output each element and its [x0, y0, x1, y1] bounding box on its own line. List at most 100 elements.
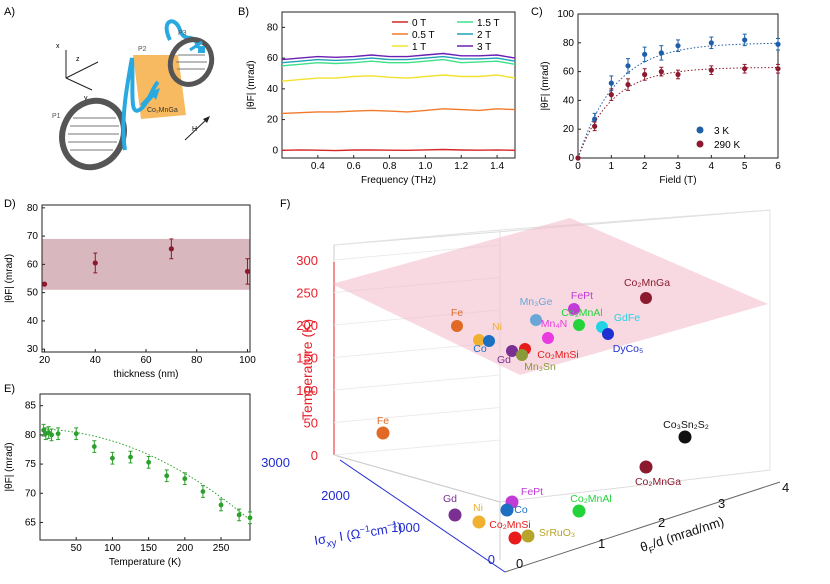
sigma-label-sub: xy: [326, 538, 338, 550]
point-label-Co: Co: [473, 343, 487, 355]
sigma-label-main: Iσ: [313, 531, 327, 548]
point-DyCo5: [602, 328, 614, 340]
point-label-Ni-floor: Ni: [473, 502, 483, 514]
legend-label: 2 T: [477, 30, 491, 41]
legend-label: 3 T: [477, 42, 491, 53]
y-tick-label: 0: [272, 145, 278, 156]
range-band: [42, 238, 250, 290]
point-label-Co2MnAl-floor: Co₂MnAl: [570, 493, 611, 505]
temperature-tick-label: 150: [296, 351, 318, 366]
x-tick-label: 0.8: [383, 161, 397, 172]
svg-text:Iσxy I (Ω−1cm−1): Iσxy I (Ω−1cm−1): [313, 518, 404, 552]
point-label-Ni: Ni: [492, 321, 502, 333]
theta-label-main: θ: [638, 538, 650, 555]
y-tick-label: 85: [25, 401, 37, 412]
data-point: [91, 444, 97, 449]
sigma-axis-line: [339, 459, 506, 573]
room-temperature-plane: [332, 218, 768, 375]
legend-marker: [696, 126, 704, 134]
legend-label: 290 K: [714, 140, 740, 151]
panel-label-b: B): [238, 6, 249, 18]
data-point: [775, 41, 781, 47]
polarizer-p1: P1: [52, 97, 127, 171]
point-label-Co2MnSi: Co₂MnSi: [537, 349, 578, 361]
x-tick-label: 80: [191, 355, 203, 366]
y-tick-label: 60: [563, 67, 575, 78]
svg-text:θF/d (mrad/nm): θF/d (mrad/nm): [638, 514, 726, 558]
x-tick-label: 50: [71, 543, 83, 554]
data-point: [73, 431, 79, 437]
point-label-FePt: FePt: [571, 290, 593, 302]
x-tick-label: 150: [140, 543, 157, 554]
panel-label-c: C): [531, 6, 543, 18]
point-label-Mn3Ge: Mn₃Ge: [520, 296, 553, 308]
temperature-tick-label: 250: [296, 286, 318, 301]
point-Co2MnSi-floor: [508, 531, 522, 545]
data-point: [742, 37, 748, 43]
data-point: [642, 71, 648, 78]
point-label-FePt-floor: FePt: [521, 486, 543, 498]
data-point: [625, 81, 631, 88]
x-tick-label: 250: [213, 543, 230, 554]
point-Gd: [506, 345, 518, 357]
y-tick-label: 40: [27, 316, 39, 327]
x-axis-label: Field (T): [659, 175, 696, 186]
x-tick-label: 200: [176, 543, 193, 554]
panel-label-f: F): [280, 198, 290, 210]
p3-label: P3: [178, 30, 187, 37]
theta-label-sub: F: [648, 544, 657, 555]
series-line-2-T: [281, 55, 516, 64]
plot-frame: [577, 13, 779, 159]
y-tick-label: 20: [563, 124, 575, 135]
point-Co2MnAl: [573, 319, 585, 331]
series-line-1-T: [281, 74, 516, 82]
point-label-GdFe: GdFe: [614, 312, 640, 324]
legend-marker: [696, 140, 704, 148]
data-point: [164, 473, 170, 479]
point-label-Co2MnAl: Co₂MnAl: [561, 307, 602, 319]
point-label-Co3Sn2S2: Co₃Sn₂S₂: [663, 419, 709, 431]
theta-zero-label: 0: [516, 556, 523, 571]
y-tick-label: 60: [267, 53, 279, 64]
x-tick-label: 2: [642, 161, 648, 172]
theta-tick-label: 4: [782, 480, 789, 495]
x-tick-label: 100: [239, 355, 256, 366]
y-tick-label: 80: [267, 22, 279, 33]
series-line-1-5-T: [281, 58, 516, 67]
data-point: [675, 43, 681, 49]
y-axis-label: |θF| (mrad): [4, 442, 15, 491]
legend-label: 1.5 T: [477, 18, 500, 29]
sigma-label-sup: −1: [359, 523, 371, 534]
grid-line: [333, 374, 501, 391]
point-label-DyCo5: DyCo₅: [613, 343, 644, 355]
x-tick-label: 3: [675, 161, 681, 172]
data-point: [182, 476, 188, 482]
fit-curve-3-K: [577, 42, 779, 159]
data-point: [592, 116, 598, 122]
field-arrow: H: [184, 116, 210, 141]
sigma-tick-label: 3000: [261, 455, 290, 470]
y-axis-label: |θF| (mrad): [540, 61, 551, 110]
y-tick-label: 80: [27, 203, 39, 214]
point-Ni: [473, 334, 485, 346]
x-tick-label: 40: [90, 355, 102, 366]
data-point: [236, 512, 242, 518]
point-label-Gd: Gd: [497, 354, 511, 366]
x-tick-label: 5: [742, 161, 748, 172]
theta-tick-label: 1: [598, 536, 605, 551]
temperature-tick-label: 50: [304, 416, 318, 431]
plot-frame: [281, 11, 516, 159]
legend-label: 1 T: [412, 42, 426, 53]
sigma-tick-label: 1000: [391, 520, 420, 535]
theta-axis-line: [504, 481, 781, 573]
data-point: [608, 92, 614, 98]
x-axis-label: Frequency (THz): [361, 175, 436, 186]
axes-triad: x y z: [56, 43, 99, 102]
data-point: [92, 260, 98, 266]
field-label: H: [192, 126, 197, 133]
sigma-axis-label: Iσxy I (Ω−1cm−1): [313, 518, 404, 552]
